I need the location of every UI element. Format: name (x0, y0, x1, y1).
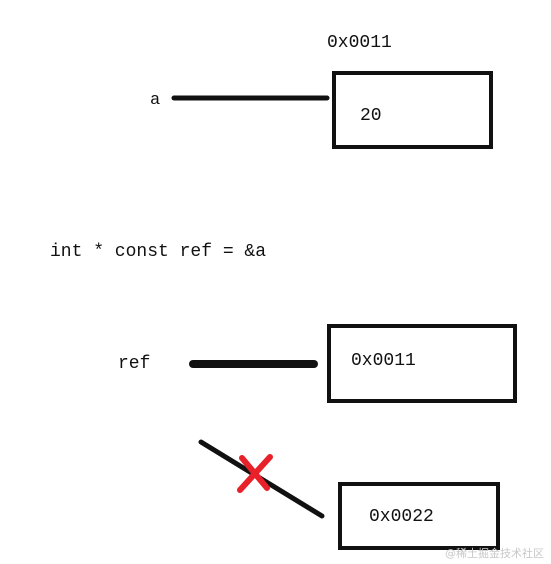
memory-value-a: 20 (360, 106, 382, 126)
variable-label-ref: ref (118, 354, 151, 374)
watermark: @稀土掘金技术社区 (445, 547, 544, 560)
variable-label-a: a (150, 91, 161, 110)
cross-icon (237, 454, 273, 493)
memory-box-invalid (338, 482, 500, 550)
code-declaration: int * const ref = &a (50, 242, 267, 262)
memory-box-ref (327, 324, 517, 403)
memory-box-a (332, 71, 493, 149)
address-label-a: 0x0011 (327, 33, 392, 53)
memory-value-ref: 0x0011 (351, 351, 416, 371)
memory-value-invalid: 0x0022 (369, 507, 434, 527)
